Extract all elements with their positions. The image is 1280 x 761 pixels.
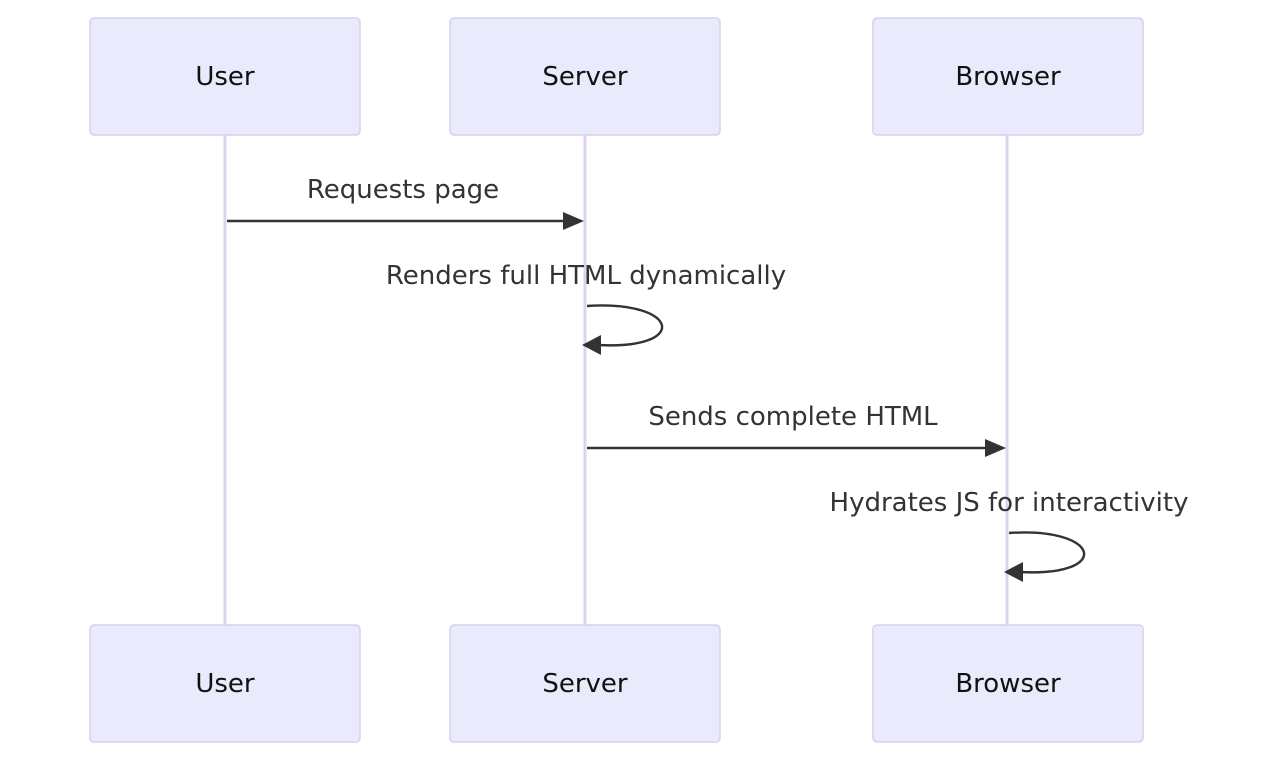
actor-bottom-user: User	[89, 624, 361, 743]
arrowhead-icon	[582, 335, 601, 355]
actor-box	[872, 17, 1144, 136]
arrowhead-icon	[563, 212, 584, 230]
actor-label: User	[195, 62, 255, 92]
arrowhead-icon	[1004, 562, 1023, 582]
actor-bottom-browser: Browser	[872, 624, 1144, 743]
actor-box	[449, 624, 721, 743]
actor-label: Browser	[955, 669, 1061, 699]
actor-bottom-server: Server	[449, 624, 721, 743]
message-label: Renders full HTML dynamically	[386, 261, 786, 291]
message-label: Requests page	[307, 175, 499, 205]
arrowhead-icon	[985, 439, 1006, 457]
actor-label: User	[195, 669, 255, 699]
actor-box	[449, 17, 721, 136]
actor-box	[89, 17, 361, 136]
self-loop-line	[1008, 531, 1086, 574]
message-requests-page: Requests page	[227, 175, 584, 230]
message-sends-html: Sends complete HTML	[587, 402, 1006, 457]
actor-label: Browser	[955, 62, 1061, 92]
message-label: Hydrates JS for interactivity	[830, 488, 1189, 518]
message-renders-html: Renders full HTML dynamically	[386, 261, 786, 355]
actor-box	[89, 624, 361, 743]
actor-top-browser: Browser	[872, 17, 1144, 136]
self-loop-line	[586, 304, 664, 347]
actor-box	[872, 624, 1144, 743]
message-hydrates-js: Hydrates JS for interactivity	[830, 488, 1189, 582]
actor-top-user: User	[89, 17, 361, 136]
message-label: Sends complete HTML	[648, 402, 938, 432]
actor-label: Server	[542, 62, 628, 92]
actor-top-server: Server	[449, 17, 721, 136]
actor-label: Server	[542, 669, 628, 699]
